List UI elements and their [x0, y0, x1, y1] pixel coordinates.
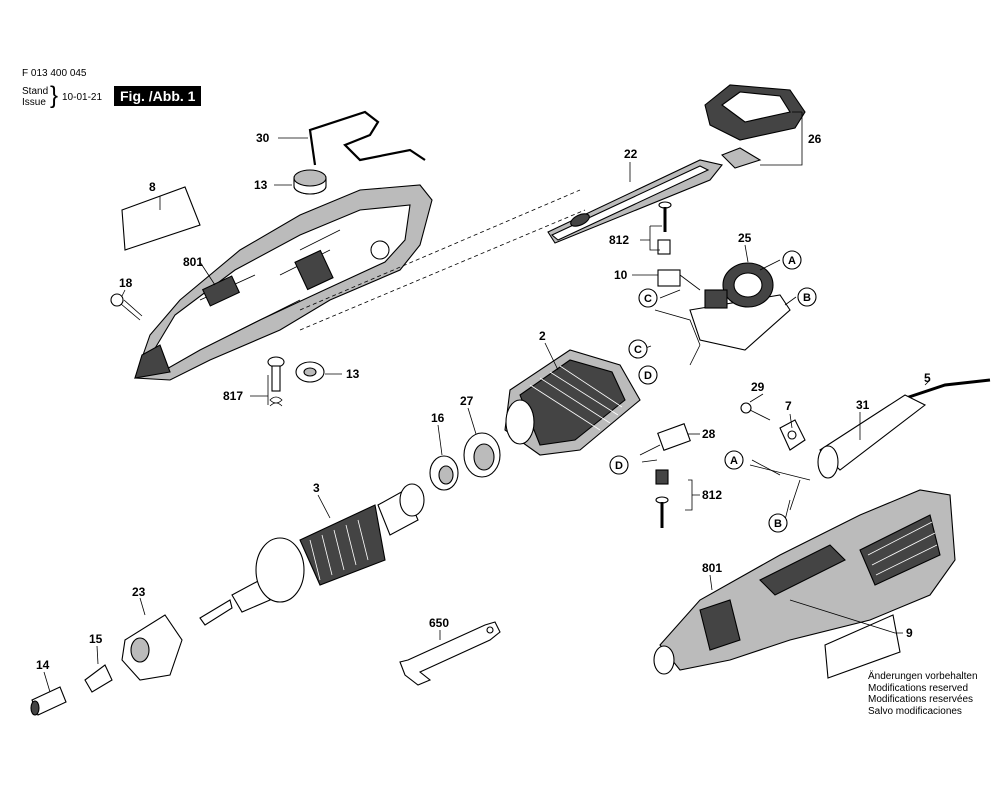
- part-number-28: 28: [702, 427, 716, 441]
- brush-holder-10: [657, 269, 701, 291]
- armature-3: [199, 483, 425, 626]
- part-number-8: 8: [149, 180, 156, 194]
- notice-line-fr: Modifications reservées: [868, 694, 974, 705]
- cover-26: [704, 84, 806, 169]
- brush-holder-28: [639, 423, 691, 456]
- svg-text:B: B: [803, 292, 811, 304]
- part-number-9: 9: [906, 626, 913, 640]
- connector-b-top: B: [797, 287, 817, 307]
- part-number-27: 27: [460, 394, 474, 408]
- modification-notice: Änderungen vorbehalten Modifications res…: [868, 671, 978, 717]
- part-number-18: 18: [119, 276, 133, 290]
- svg-text:B: B: [774, 518, 782, 530]
- screw-812-top: [657, 201, 672, 255]
- issue-label: Issue: [22, 97, 46, 108]
- svg-text:C: C: [644, 293, 652, 305]
- power-cord-5: [749, 378, 991, 511]
- part-number-3: 3: [313, 481, 320, 495]
- part-number-29: 29: [751, 380, 765, 394]
- label-sheet-8: [121, 186, 201, 251]
- connector-b-bottom: B: [768, 513, 788, 533]
- electronic-board-25: [654, 262, 791, 366]
- leader-lines: [43, 111, 931, 693]
- notice-line-de: Änderungen vorbehalten: [868, 671, 978, 682]
- issue-date: 10-01-21: [62, 92, 103, 103]
- part-number-26: 26: [808, 132, 822, 146]
- wrench-650: [399, 621, 501, 686]
- part-number-5: 5: [924, 371, 931, 385]
- part-number-30: 30: [256, 131, 270, 145]
- bearing-27: [463, 432, 501, 478]
- part-number-15: 15: [89, 632, 103, 646]
- collet-15: [84, 664, 113, 693]
- part-number-812: 812: [609, 233, 629, 247]
- bearing-16: [429, 455, 459, 491]
- document-number: F 013 400 045: [22, 68, 87, 79]
- part-number-817: 817: [223, 389, 243, 403]
- part-number-13: 13: [346, 367, 360, 381]
- washer-13-bottom: [295, 361, 325, 383]
- wire-bracket-30: [308, 110, 426, 166]
- connector-c-mid: C: [628, 339, 648, 359]
- part-number-16: 16: [431, 411, 445, 425]
- part-number-25: 25: [738, 231, 752, 245]
- clip-817: [267, 356, 285, 407]
- part-number-22: 22: [624, 147, 638, 161]
- connector-d-bottom: D: [609, 455, 629, 475]
- part-number-31: 31: [856, 398, 870, 412]
- part-number-14: 14: [36, 658, 50, 672]
- notice-line-es: Salvo modificaciones: [868, 705, 962, 717]
- collet-nut-23: [121, 614, 183, 681]
- screw-812-bottom: [655, 469, 669, 528]
- part-number-10: 10: [614, 268, 628, 282]
- screw-29: [740, 402, 771, 421]
- part-number-2: 2: [539, 329, 546, 343]
- connector-d-mid: D: [638, 365, 658, 385]
- svg-text:D: D: [644, 370, 652, 382]
- svg-text:A: A: [730, 455, 738, 467]
- connector-callouts: A B C C D D A B: [609, 250, 817, 533]
- connector-a-top: A: [782, 250, 802, 270]
- screw-18: [110, 293, 143, 321]
- brace-glyph: }: [50, 82, 59, 109]
- field-stator-2: [504, 349, 641, 456]
- housing-half-left: [134, 184, 433, 381]
- svg-text:D: D: [615, 460, 623, 472]
- stand-label: Stand: [22, 86, 49, 97]
- cable-clamp-7: [779, 419, 806, 451]
- figure-label: Fig. /Abb. 1: [114, 86, 202, 106]
- cap-13-top: [293, 169, 327, 195]
- collet-14: [30, 686, 67, 716]
- part-numbers: 30 13 8 801 18 13 817 22 26 812 25 10 2 …: [36, 131, 931, 672]
- svg-text:C: C: [634, 344, 642, 356]
- housing-assembled: [653, 489, 956, 675]
- part-number-812: 812: [702, 488, 722, 502]
- slide-switch-22: [547, 159, 723, 244]
- part-number-13: 13: [254, 178, 268, 192]
- part-number-650: 650: [429, 616, 449, 630]
- part-number-23: 23: [132, 585, 146, 599]
- part-number-801: 801: [702, 561, 722, 575]
- part-number-801: 801: [183, 255, 203, 269]
- part-number-7: 7: [785, 399, 792, 413]
- connector-c-top: C: [638, 288, 658, 308]
- notice-line-en: Modifications reserved: [868, 682, 969, 694]
- connector-a-bottom: A: [724, 450, 744, 470]
- svg-text:A: A: [788, 255, 796, 267]
